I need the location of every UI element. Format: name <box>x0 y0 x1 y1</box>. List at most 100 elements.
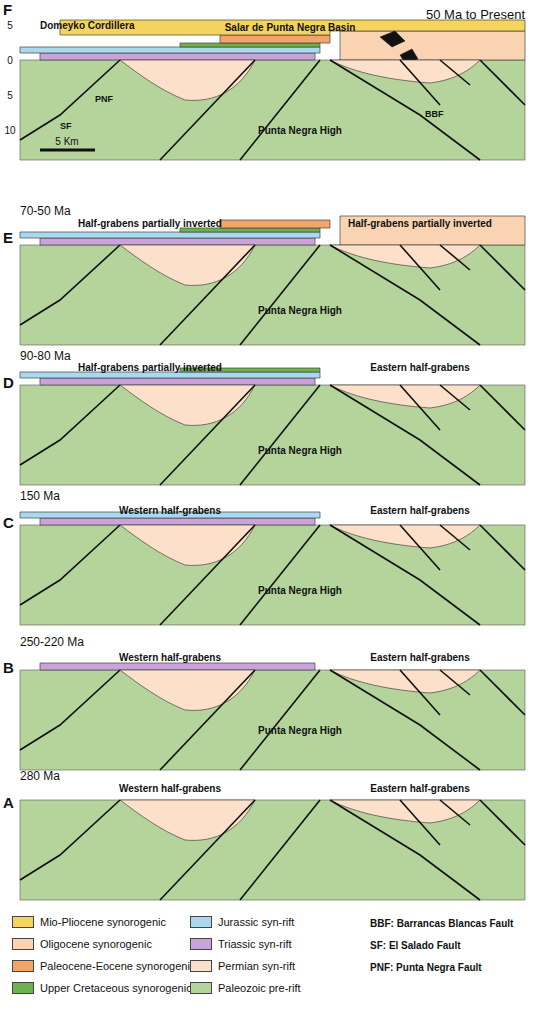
section-panel <box>20 800 525 900</box>
legend-text: Upper Cretaceous synorogenic <box>40 982 192 994</box>
geologic-unit <box>220 220 330 228</box>
legend-swatch <box>12 982 34 994</box>
label-text: B <box>3 660 14 677</box>
section-panel <box>20 216 525 345</box>
geologic-unit <box>20 525 525 625</box>
fault-line <box>160 245 255 345</box>
fault-line <box>20 245 120 325</box>
fault-line <box>330 800 480 900</box>
fault-line <box>20 525 120 605</box>
legend-swatch <box>12 916 34 928</box>
label-text: 150 Ma <box>20 490 60 503</box>
label-text: BBF: Barrancas Blancas Fault <box>370 918 513 929</box>
geologic-unit <box>20 60 525 160</box>
label-text: Half-grabens partially inverted <box>78 362 222 373</box>
fault-line <box>400 800 440 845</box>
geologic-unit <box>330 60 480 83</box>
fault-line <box>480 60 525 105</box>
fault-line <box>440 245 470 270</box>
fault-line <box>480 385 525 430</box>
legend-swatch <box>190 916 212 928</box>
geologic-unit <box>20 245 525 345</box>
legend-text: Jurassic syn-rift <box>218 916 294 928</box>
label-text: Eastern half-grabens <box>370 362 469 373</box>
legend-swatch <box>190 960 212 972</box>
section-panel <box>20 368 525 485</box>
label-text: Punta Negra High <box>258 445 342 456</box>
fault-line <box>240 525 320 625</box>
fault-line <box>240 245 320 345</box>
label-text: E <box>3 230 13 247</box>
fault-line <box>330 385 480 485</box>
legend-text: Paleocene-Eocene synorogenic <box>40 960 195 972</box>
label-text: Eastern half-grabens <box>370 652 469 663</box>
label-text: 5 Km <box>55 136 78 147</box>
geologic-unit <box>180 43 320 47</box>
fault-line <box>330 60 480 160</box>
legend-text: Paleozoic pre-rift <box>218 982 301 994</box>
label-text: 10 <box>4 125 15 136</box>
geologic-unit <box>20 800 525 900</box>
label-text: SF: El Salado Fault <box>370 940 461 951</box>
label-text: Eastern half-grabens <box>370 505 469 516</box>
label-text: Punta Negra High <box>258 585 342 596</box>
legend-swatch <box>190 938 212 950</box>
label-text: Half-grabens partially inverted <box>78 218 222 229</box>
fault-line <box>330 525 480 625</box>
fault-line <box>240 60 320 160</box>
geologic-unit <box>330 800 480 823</box>
scale-bar <box>40 149 95 152</box>
label-text: 250-220 Ma <box>20 636 84 649</box>
label-text: Punta Negra High <box>258 305 342 316</box>
geologic-unit <box>330 525 480 548</box>
label-text: Half-grabens partially inverted <box>348 218 492 229</box>
fault-line <box>440 525 470 550</box>
geologic-unit <box>20 385 525 485</box>
label-text: Salar de Punta Negra Basin <box>225 22 356 33</box>
label-text: Punta Negra High <box>258 125 342 136</box>
fault-line <box>20 385 120 465</box>
fault-line <box>160 385 255 485</box>
fault-line <box>400 385 440 430</box>
label-text: PNF <box>95 95 113 105</box>
fault-line <box>330 670 480 770</box>
fault-line <box>160 525 255 625</box>
label-text: BBF <box>425 110 444 120</box>
label-text: Western half-grabens <box>119 652 221 663</box>
label-text: 5 <box>7 20 13 31</box>
legend-swatch <box>12 938 34 950</box>
label-text: 90-80 Ma <box>20 350 71 363</box>
label-text: 0 <box>7 55 13 66</box>
fault-line <box>480 670 525 715</box>
fault-line <box>440 800 470 825</box>
fault-line <box>400 670 440 715</box>
geologic-unit <box>330 245 480 268</box>
label-text: 280 Ma <box>20 770 60 783</box>
geologic-unit <box>20 232 320 238</box>
geologic-unit <box>340 31 525 60</box>
section-panel <box>20 663 525 770</box>
geologic-unit <box>330 385 480 408</box>
fault-line <box>160 60 255 160</box>
geologic-unit <box>20 670 525 770</box>
label-text: 5 <box>7 90 13 101</box>
legend-swatch <box>12 960 34 972</box>
fault-line <box>240 670 320 770</box>
geologic-unit <box>220 35 330 43</box>
label-text: F <box>3 2 12 19</box>
label-text: Punta Negra High <box>258 725 342 736</box>
fault-line <box>160 800 255 900</box>
geologic-unit <box>40 378 315 385</box>
label-text: D <box>3 375 14 392</box>
label-text: Western half-grabens <box>119 505 221 516</box>
geologic-unit <box>40 518 315 525</box>
fault-line <box>440 385 470 410</box>
fault-line <box>240 800 320 900</box>
geologic-unit <box>40 663 315 670</box>
fault-line <box>480 245 525 290</box>
fault-line <box>440 670 470 695</box>
legend-text: Oligocene synorogenic <box>40 938 152 950</box>
fault-line <box>20 670 120 750</box>
section-panel <box>20 512 525 625</box>
